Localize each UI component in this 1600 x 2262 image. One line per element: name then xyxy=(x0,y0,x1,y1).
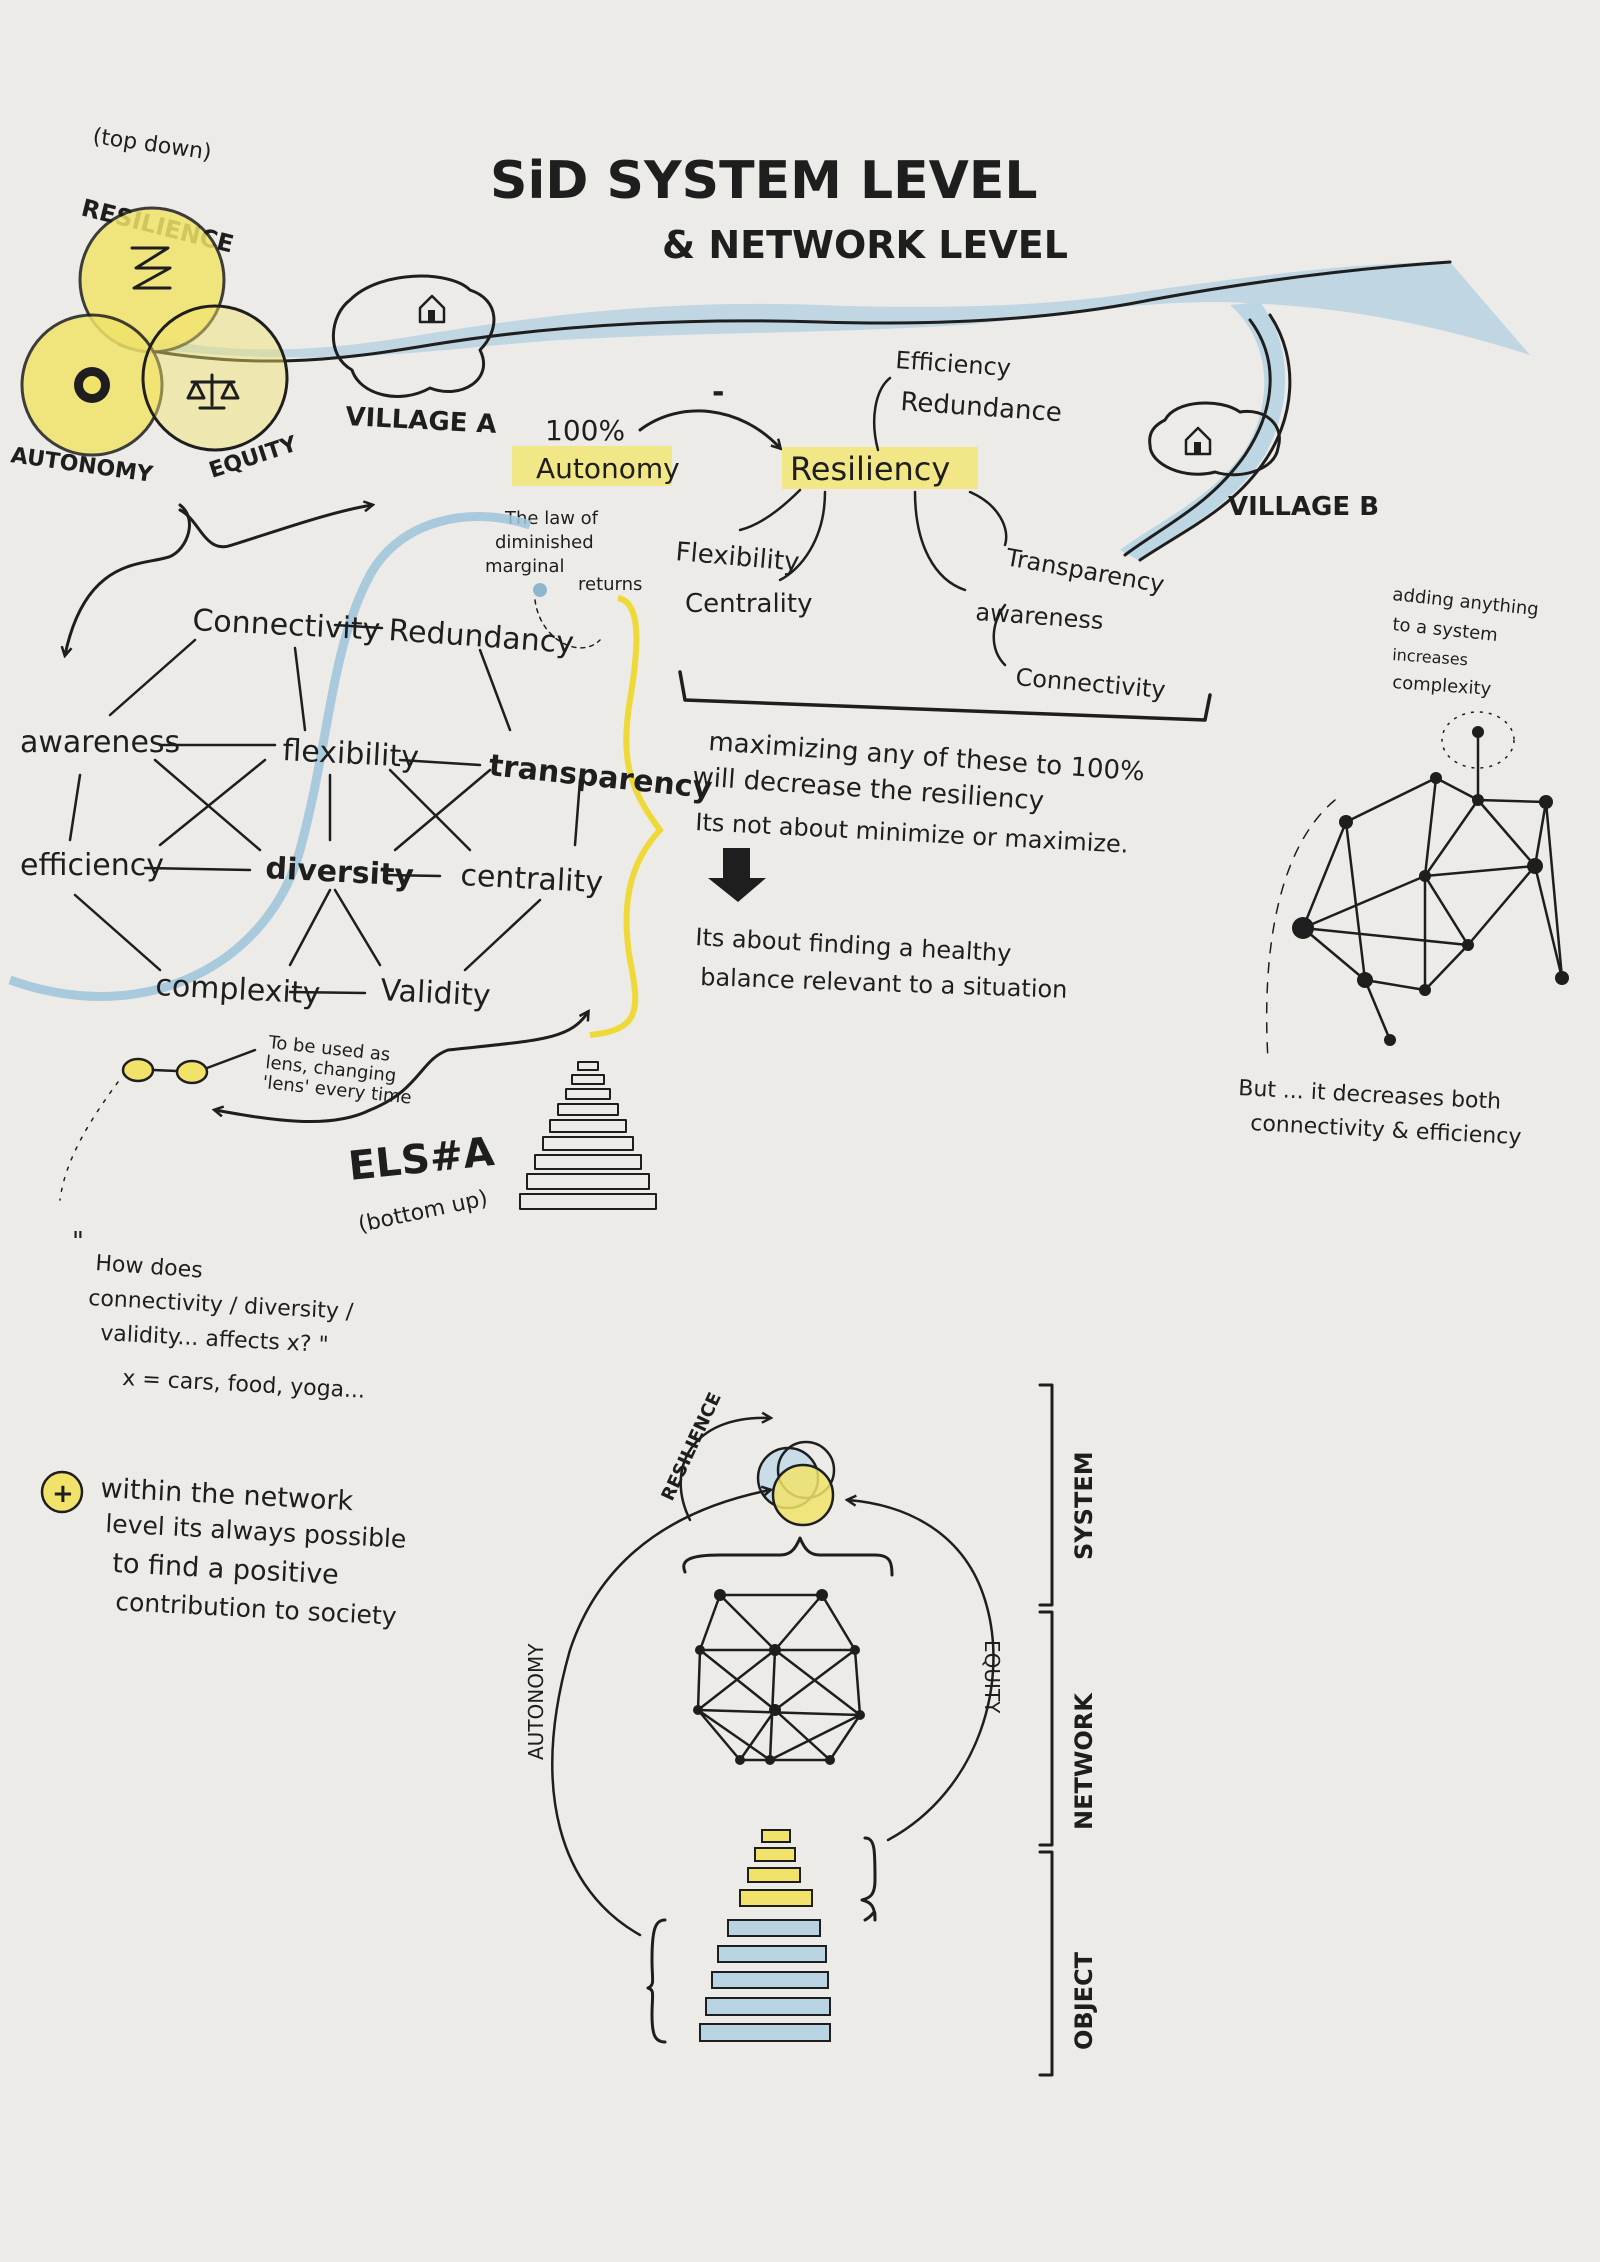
complexity-top-4: complexity xyxy=(1392,672,1493,700)
levels-label-equity: EQUITY xyxy=(980,1640,1004,1714)
term-centrality: centrality xyxy=(460,858,604,900)
house-icon-b xyxy=(1184,426,1212,456)
law-of-diminishing-returns: The law of diminished marginal returns xyxy=(485,508,642,649)
term-transparency: transparency xyxy=(487,748,714,806)
plus-line-4: contribution to society xyxy=(115,1587,398,1631)
resiliency-label: Resiliency xyxy=(790,450,950,488)
minus-sign: - xyxy=(712,375,724,410)
question-x-line: x = cars, food, yoga... xyxy=(122,1366,366,1404)
plus-icon xyxy=(40,1470,84,1514)
level-network: NETWORK xyxy=(1070,1692,1098,1830)
term-awareness: awareness xyxy=(20,725,180,760)
branch-flexibility: Flexibility xyxy=(674,537,800,578)
stack-icon-mid xyxy=(519,1061,657,1210)
plus-symbol: + xyxy=(52,1479,74,1509)
bracket-horizontal xyxy=(678,670,1212,722)
term-redundancy: Redundancy xyxy=(387,613,575,661)
venn-diagram: (top down) RESILIENCE AUTONOMY EQUITY xyxy=(9,124,301,488)
term-complexity: complexity xyxy=(155,968,322,1012)
complexity-note: adding anything to a system increases co… xyxy=(1238,584,1569,1150)
levels-network-graph xyxy=(693,1589,865,1765)
question-quote: " xyxy=(72,1227,84,1257)
arrow-venn-to-network xyxy=(65,503,191,655)
law-line-3: marginal xyxy=(485,556,565,577)
branch-redundance: Redundance xyxy=(900,387,1063,428)
village-b-label: VILLAGE B xyxy=(1228,492,1379,522)
levels-label-autonomy: AUTONOMY xyxy=(524,1643,548,1760)
scale-icon xyxy=(186,373,240,410)
plus-line-2: level its always possible xyxy=(105,1509,407,1554)
question-line-3: validity... affects x? " xyxy=(100,1321,329,1358)
spring-icon xyxy=(130,246,172,290)
complexity-bottom-1: But ... it decreases both xyxy=(1238,1076,1502,1115)
down-arrow-icon xyxy=(708,848,766,902)
blue-loop xyxy=(8,512,532,1001)
complexity-bottom-2: connectivity & efficiency xyxy=(1250,1111,1522,1150)
level-object: OBJECT xyxy=(1070,1951,1098,2050)
complexity-top-3: increases xyxy=(1392,645,1469,669)
resiliency-map: 100% Autonomy - Resiliency Efficiency Re… xyxy=(512,346,1212,722)
term-validity: Validity xyxy=(380,973,492,1014)
level-system: SYSTEM xyxy=(1070,1451,1098,1560)
elsa-note: (bottom up) xyxy=(356,1186,490,1238)
law-line-2: diminished xyxy=(495,532,594,553)
complexity-network-graph xyxy=(1292,726,1569,1046)
question-note: " How does connectivity / diversity / va… xyxy=(72,1227,366,1404)
about-line-1: Its about finding a healthy xyxy=(695,923,1012,968)
levels-label-resilience: RESILIENCE xyxy=(657,1389,725,1504)
elsa-label: ELS#A xyxy=(346,1129,496,1190)
term-efficiency: efficiency xyxy=(20,848,164,883)
term-flexibility: flexibility xyxy=(282,733,420,775)
autonomy-100-word: Autonomy xyxy=(536,452,680,485)
village-b: VILLAGE B xyxy=(1148,401,1379,522)
title: SiD SYSTEM LEVEL & NETWORK LEVEL xyxy=(490,151,1068,267)
term-diversity: diversity xyxy=(265,851,416,894)
house-icon xyxy=(418,294,446,324)
glasses-icon xyxy=(121,1048,257,1085)
not-about-line: Its not about minimize or maximize. xyxy=(695,808,1129,859)
question-line-1: How does xyxy=(95,1251,204,1283)
complexity-top-1: adding anything xyxy=(1391,584,1539,620)
river xyxy=(118,260,1530,562)
branch-efficiency: Efficiency xyxy=(895,346,1012,382)
law-line-4: returns xyxy=(578,574,642,595)
village-a-label: VILLAGE A xyxy=(345,402,498,440)
question-line-2: connectivity / diversity / xyxy=(88,1286,355,1325)
statements: maximizing any of these to 100% will dec… xyxy=(692,727,1146,1004)
village-a: VILLAGE A xyxy=(331,274,498,440)
plus-note: + within the network level its always po… xyxy=(40,1470,407,1631)
yellow-brace xyxy=(589,595,664,1038)
complexity-top-2: to a system xyxy=(1391,614,1498,646)
branch-centrality: Centrality xyxy=(685,589,812,619)
plus-line-3: to find a positive xyxy=(112,1548,340,1591)
venn-note: (top down) xyxy=(91,124,213,165)
title-line2: & NETWORK LEVEL xyxy=(662,223,1068,267)
branch-connectivity: Connectivity xyxy=(1014,663,1166,704)
levels-stack-icon xyxy=(699,1829,831,2042)
autonomy-100-pct: 100% xyxy=(545,414,625,447)
title-line1: SiD SYSTEM LEVEL xyxy=(490,151,1038,211)
levels-diagram: RESILIENCE xyxy=(524,1383,1098,2077)
about-line-2: balance relevant to a situation xyxy=(700,963,1068,1004)
